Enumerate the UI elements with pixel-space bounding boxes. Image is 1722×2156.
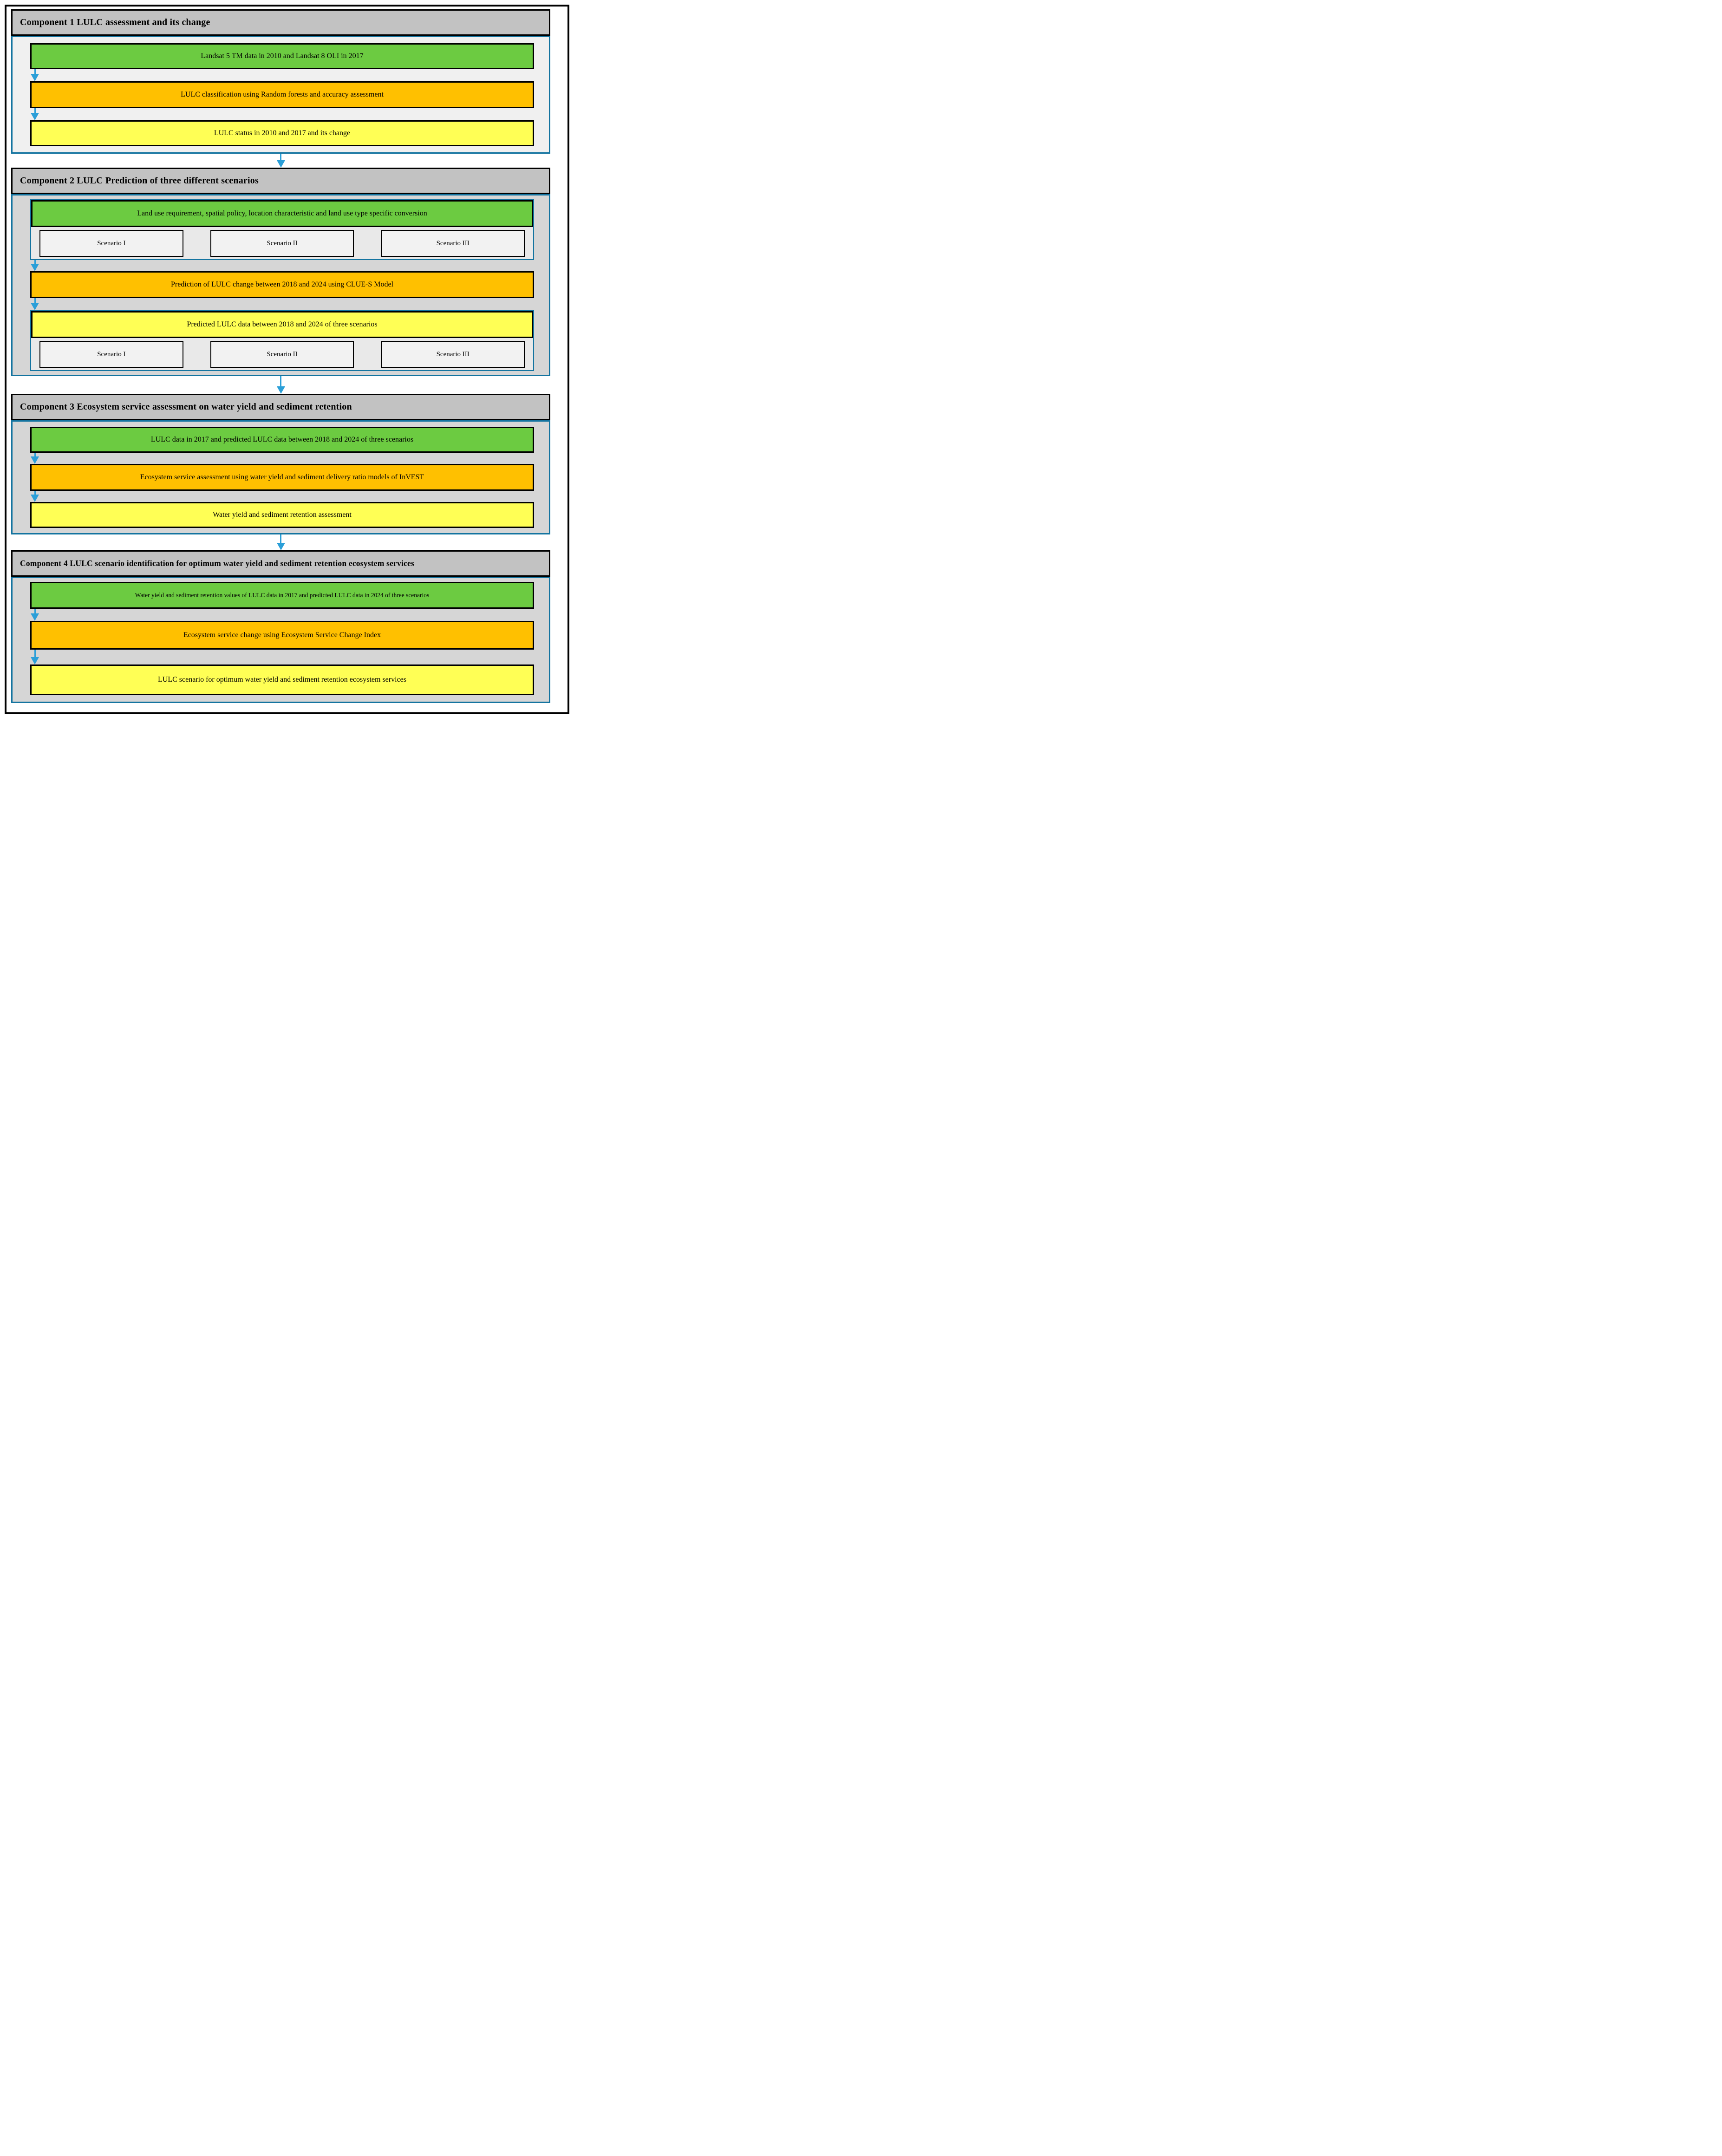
arrow-head-icon (31, 657, 39, 664)
component-3-body: LULC data in 2017 and predicted LULC dat… (11, 420, 550, 534)
arrow-shaft (34, 69, 36, 74)
scenario-box: Scenario I (39, 341, 183, 368)
arrow-shaft (280, 376, 281, 386)
component-2-body: Land use requirement, spatial policy, lo… (11, 194, 550, 376)
flow-arrow (30, 491, 39, 502)
flow-arrow-component1-to-component2 (276, 154, 286, 168)
connector-gap (11, 534, 550, 550)
arrow-shaft (34, 491, 36, 495)
component-3-input-label: LULC data in 2017 and predicted LULC dat… (150, 435, 414, 443)
component-4-output-label: LULC scenario for optimum water yield an… (158, 675, 406, 684)
component-3-output-label: Water yield and sediment retention asses… (213, 510, 352, 519)
component-1-header: Component 1 LULC assessment and its chan… (11, 9, 550, 36)
component-2-input-label: Land use requirement, spatial policy, lo… (137, 209, 427, 217)
flow-arrow (30, 69, 39, 81)
component-2-output-panel: Predicted LULC data between 2018 and 202… (30, 310, 534, 371)
arrow-head-icon (31, 303, 39, 310)
component-2-input-panel: Land use requirement, spatial policy, lo… (30, 199, 534, 260)
component-4-input-label: Water yield and sediment retention value… (135, 592, 430, 599)
arrow-shaft (280, 534, 281, 543)
arrow-head-icon (31, 74, 39, 81)
arrow-shaft (280, 154, 281, 160)
component-4: Component 4 LULC scenario identification… (11, 550, 550, 703)
flow-arrow-component2-to-component3 (276, 376, 286, 394)
scenario-label: Scenario III (436, 239, 470, 247)
scenario-label: Scenario II (267, 350, 298, 358)
scenario-label: Scenario II (267, 239, 298, 247)
flow-arrow (30, 453, 39, 464)
component-4-process-label: Ecosystem service change using Ecosystem… (183, 631, 381, 639)
arrow-shaft (34, 609, 36, 613)
component-3-title: Component 3 Ecosystem service assessment… (20, 402, 352, 412)
flowchart: Component 1 LULC assessment and its chan… (11, 9, 550, 703)
component-2-header: Component 2 LULC Prediction of three dif… (11, 168, 550, 194)
arrow-head-icon (276, 160, 285, 168)
scenario-label: Scenario I (97, 239, 126, 247)
flow-arrow (30, 650, 39, 664)
flow-arrow (30, 609, 39, 621)
connector-gap (11, 376, 550, 394)
arrow-head-icon (31, 264, 39, 271)
arrow-shaft (34, 108, 36, 113)
arrow-head-icon (276, 543, 285, 550)
component-3-header: Component 3 Ecosystem service assessment… (11, 394, 550, 420)
scenario-label: Scenario III (436, 350, 470, 358)
component-2-process-box: Prediction of LULC change between 2018 a… (30, 271, 534, 298)
component-2-output-label: Predicted LULC data between 2018 and 202… (187, 320, 378, 328)
flow-arrow (30, 298, 39, 310)
component-1-input-box: Landsat 5 TM data in 2010 and Landsat 8 … (30, 43, 534, 69)
scenario-box: Scenario I (39, 230, 183, 257)
component-2-title: Component 2 LULC Prediction of three dif… (20, 176, 259, 186)
component-3-process-box: Ecosystem service assessment using water… (30, 464, 534, 491)
component-3-input-box: LULC data in 2017 and predicted LULC dat… (30, 427, 534, 453)
arrow-head-icon (31, 456, 39, 464)
arrow-shaft (34, 260, 36, 264)
arrow-head-icon (276, 386, 285, 394)
component-3: Component 3 Ecosystem service assessment… (11, 394, 550, 534)
scenario-box: Scenario III (381, 341, 525, 368)
scenario-row-bottom: Scenario I Scenario II Scenario III (31, 338, 533, 370)
connector-gap (11, 154, 550, 168)
arrow-shaft (34, 453, 36, 456)
flow-arrow (30, 108, 39, 120)
component-4-title: Component 4 LULC scenario identification… (20, 559, 414, 568)
component-1-process-label: LULC classification using Random forests… (181, 90, 384, 98)
scenario-box: Scenario II (210, 230, 354, 257)
component-2-process-label: Prediction of LULC change between 2018 a… (170, 280, 394, 288)
component-4-output-box: LULC scenario for optimum water yield an… (30, 664, 534, 695)
component-1-process-box: LULC classification using Random forests… (30, 81, 534, 108)
component-4-process-box: Ecosystem service change using Ecosystem… (30, 621, 534, 650)
arrow-head-icon (31, 495, 39, 502)
component-3-output-box: Water yield and sediment retention asses… (30, 502, 534, 528)
component-1-title: Component 1 LULC assessment and its chan… (20, 17, 210, 27)
component-1: Component 1 LULC assessment and its chan… (11, 9, 550, 154)
scenario-box: Scenario III (381, 230, 525, 257)
component-2-input-box: Land use requirement, spatial policy, lo… (31, 200, 533, 227)
component-2: Component 2 LULC Prediction of three dif… (11, 168, 550, 376)
flow-arrow-component3-to-component4 (276, 534, 286, 550)
flow-arrow (30, 260, 39, 271)
component-3-process-label: Ecosystem service assessment using water… (140, 473, 424, 481)
component-2-output-box: Predicted LULC data between 2018 and 202… (31, 311, 533, 338)
scenario-label: Scenario I (97, 350, 126, 358)
component-1-output-label: LULC status in 2010 and 2017 and its cha… (214, 129, 351, 137)
arrow-head-icon (31, 113, 39, 120)
scenario-box: Scenario II (210, 341, 354, 368)
scenario-row-top: Scenario I Scenario II Scenario III (31, 227, 533, 259)
component-4-header: Component 4 LULC scenario identification… (11, 550, 550, 577)
component-1-output-box: LULC status in 2010 and 2017 and its cha… (30, 120, 534, 146)
component-1-body: Landsat 5 TM data in 2010 and Landsat 8 … (11, 36, 550, 154)
component-4-input-box: Water yield and sediment retention value… (30, 582, 534, 609)
component-4-body: Water yield and sediment retention value… (11, 577, 550, 703)
arrow-shaft (34, 650, 36, 657)
component-1-input-label: Landsat 5 TM data in 2010 and Landsat 8 … (201, 52, 364, 60)
arrow-head-icon (31, 613, 39, 621)
arrow-shaft (34, 298, 36, 303)
